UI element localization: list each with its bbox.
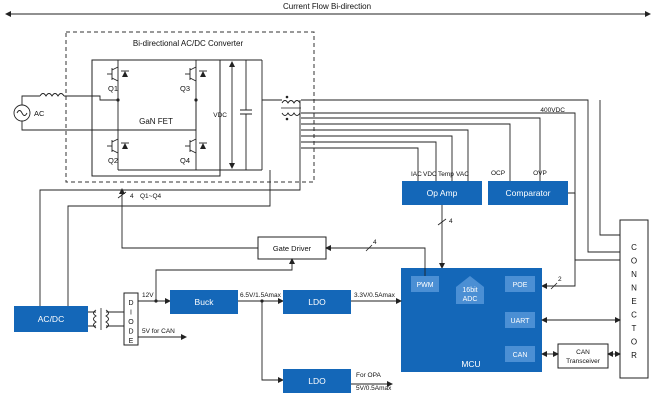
ovp-label: OVP [533,170,547,177]
connector-letter: O [631,338,637,347]
uart-label: UART [511,318,531,325]
gate-bus-count-left: 4 [130,193,134,200]
adc-label-1: 16bit [462,287,477,294]
can-5v-label: 5V for CAN [142,328,175,335]
connector-block [619,219,649,379]
comp-bus-count: 2 [558,276,562,283]
transistor-q4 [185,138,207,154]
ldo-main-block [283,290,351,314]
connector-letter: N [631,284,637,293]
diode-letter: D [128,300,133,307]
gan-fet-label: GaN FET [139,117,173,126]
label-400vdc: 400VDC [540,107,565,114]
converter-title: Bi-directional AC/DC Converter [133,39,244,48]
connector-letter: C [631,311,637,320]
can-label: CAN [513,352,528,359]
can-transceiver-label-1: CAN [576,349,590,356]
ldo-opa-block [283,369,351,393]
can-transceiver-block [557,343,609,369]
pwm-block [411,276,439,292]
output-transformer [281,100,301,104]
diode-letter: D [128,329,133,336]
buck-label: Buck [195,297,215,307]
gate-bus-label: Q1~Q4 [140,193,162,200]
diode-letter: O [128,319,134,326]
q1-label: Q1 [108,84,118,93]
ac-dc-block [14,306,88,332]
transistor-q3 [185,66,207,82]
dc-bus-capacitor [240,60,252,170]
adc-block [456,276,484,304]
comparator-block [488,181,568,205]
buck-block [170,290,238,314]
connector-letter: O [631,257,637,266]
diode-letter: I [130,310,132,317]
uart-block [505,312,535,328]
temp-label: Temp [438,171,454,178]
vdc-sense-label: VDC [423,171,437,178]
transistor-q2 [107,138,129,154]
poe-label: POE [513,282,528,289]
q3-label: Q3 [180,84,190,93]
for-opa-label: For OPA [356,372,381,379]
gate-driver-label: Gate Driver [273,244,312,253]
vac-label: VAC [456,171,469,178]
opa-out-label: 5V/0.5Amax [356,385,392,392]
transistor-q1 [107,66,129,82]
ocp-label: OCP [491,170,505,177]
connector-letter: T [632,324,637,333]
buck-out-label: 6.5V/1.5Amax [240,292,282,299]
ldo-opa-label: LDO [308,376,326,386]
acdc-transformer [93,309,97,329]
comparator-label: Comparator [506,188,551,198]
ac-inductor [39,93,65,97]
vdc-label: VDC [213,112,227,119]
connector-letter: R [631,351,637,360]
adc-label-2: ADC [463,296,478,303]
connector-letter: C [631,243,637,252]
connector-letter: N [631,270,637,279]
ldo-out-label: 3.3V/0.5Amax [354,292,396,299]
q2-label: Q2 [108,156,118,165]
diode-block [123,292,139,346]
connector-letter: E [631,297,636,306]
iac-label: IAC [411,171,422,178]
op-amp-block [402,181,482,205]
diode-letter: E [129,338,134,345]
pwm-label: PWM [416,282,433,289]
poe-block [505,276,535,292]
can-block [505,346,535,362]
current-flow-label: Current Flow Bi-direction [283,2,371,11]
converter-boundary [65,31,315,183]
mcu-label: MCU [461,359,480,369]
q4-label: Q4 [180,156,190,165]
op-amp-label: Op Amp [427,188,458,198]
ac-source-label: AC [34,109,45,118]
gate-bus-count: 4 [373,239,377,246]
ac-dc-label: AC/DC [38,314,64,324]
can-transceiver-label-2: Transceiver [566,358,601,365]
v12-label: 12V [142,292,154,299]
opamp-bus-count: 4 [449,218,453,225]
ldo-main-label: LDO [308,297,326,307]
